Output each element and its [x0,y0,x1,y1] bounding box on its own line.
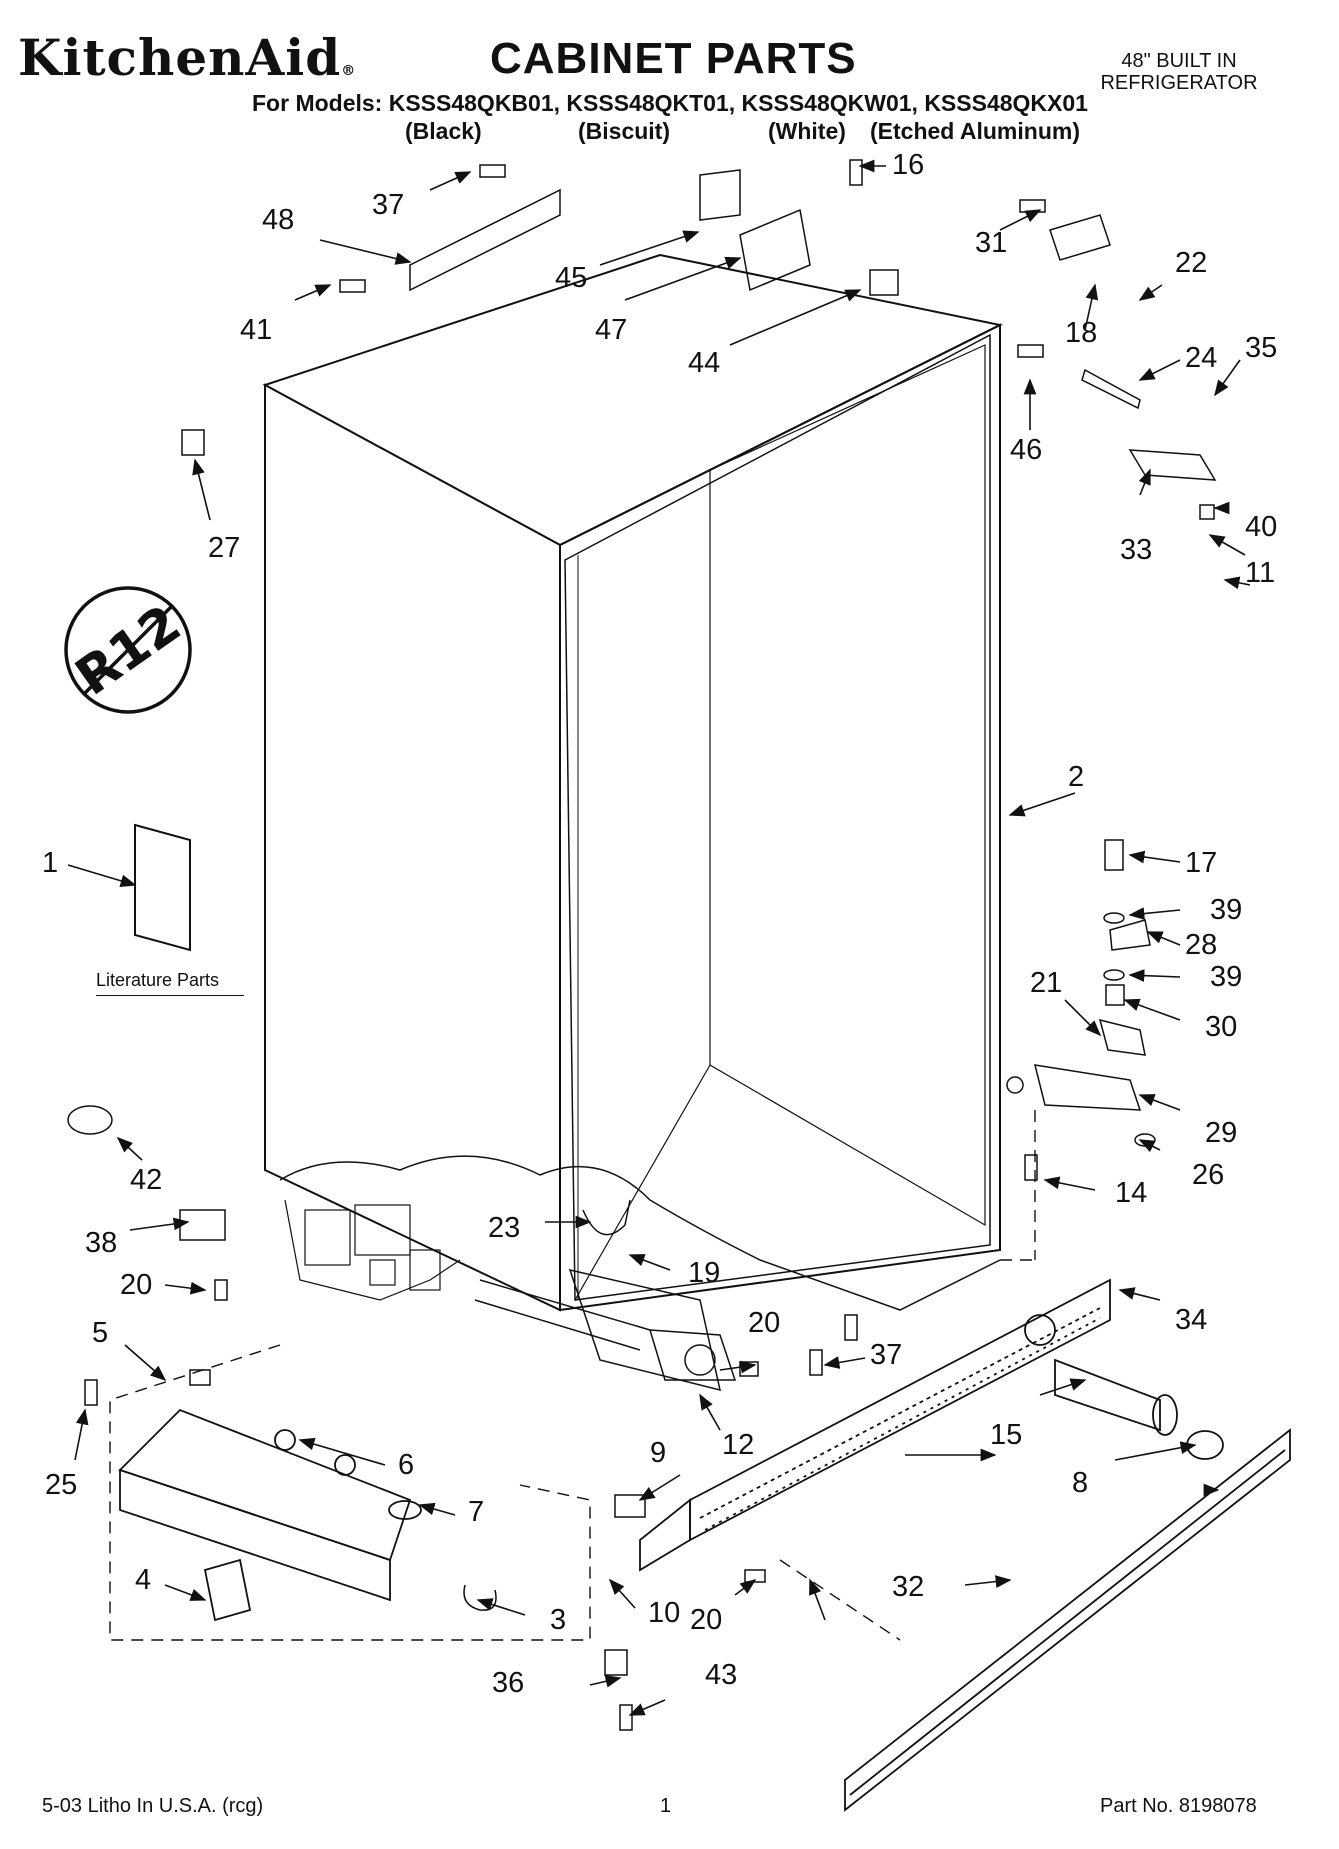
callout-20-bottom: 20 [690,1604,723,1636]
callout-25: 25 [45,1469,78,1501]
callout-44: 44 [688,347,721,379]
callout-34: 34 [1175,1304,1208,1336]
callout-46: 46 [1010,434,1043,466]
callout-37-bottom: 37 [870,1339,903,1371]
leveling-rail [118,1408,422,1622]
color-etched-aluminum: (Etched Aluminum) [870,118,1080,144]
literature-parts-label: Literature Parts [96,970,220,990]
color-white: (White) [768,118,846,144]
callout-28: 28 [1185,929,1218,961]
brand-name: KitchenAid [18,28,342,87]
callout-21: 21 [1030,967,1063,999]
callout-39-upper: 39 [1210,894,1243,926]
callout-16: 16 [892,149,925,181]
toe-grille [639,1278,1111,1572]
callout-17: 17 [1185,847,1218,879]
callout-36: 36 [492,1667,525,1699]
callout-47: 47 [595,314,628,346]
hinge-assembly [1033,368,1217,1111]
callout-27: 27 [208,532,241,564]
callout-4: 4 [135,1564,152,1596]
callout-22: 22 [1175,247,1208,279]
cabinet-shell [262,253,1004,1312]
callout-9: 9 [650,1437,667,1469]
callout-10: 10 [648,1597,681,1629]
callout-20-drain: 20 [748,1307,781,1339]
callout-40: 40 [1245,511,1278,543]
cutaway-edge [279,1155,1001,1311]
callout-24: 24 [1185,342,1218,374]
callout-8: 8 [1072,1467,1089,1499]
water-filter [1054,1358,1224,1460]
callout-38: 38 [85,1227,118,1259]
callout-12: 12 [722,1429,755,1461]
literature-booklet [134,823,191,952]
appliance-type-line1: 48" BUILT IN [1121,50,1237,72]
literature-parts-underline [96,995,244,996]
callout-26: 26 [1192,1159,1225,1191]
callout-35: 35 [1245,332,1278,364]
callout-31: 31 [975,227,1008,259]
callout-5: 5 [92,1317,109,1349]
callout-20-left: 20 [120,1269,153,1301]
callout-45: 45 [555,262,588,294]
color-black: (Black) [405,118,482,144]
callout-7: 7 [468,1496,485,1528]
callout-39-lower: 39 [1210,961,1243,993]
no-r12-symbol [64,586,192,714]
callout-18: 18 [1065,317,1098,349]
footer-litho: 5-03 Litho In U.S.A. (rcg) [42,1795,264,1817]
color-biscuit: (Biscuit) [578,118,670,144]
callout-29: 29 [1205,1117,1238,1149]
callout-14: 14 [1115,1177,1148,1209]
callout-41: 41 [240,314,273,346]
callout-30: 30 [1205,1011,1238,1043]
electrical-controls [304,1204,441,1291]
brand-registered-mark: ® [341,63,357,79]
callout-48: 48 [262,204,295,236]
footer-page-number: 1 [660,1795,672,1817]
top-brackets [409,169,1111,296]
callout-42: 42 [130,1164,163,1196]
callout-15: 15 [990,1419,1023,1451]
drain-assembly [474,1268,737,1392]
callout-6: 6 [398,1449,415,1481]
model-list: For Models: KSSS48QKB01, KSSS48QKT01, KS… [252,90,1088,116]
brand-logo: KitchenAid® [18,28,356,87]
callout-23: 23 [488,1212,521,1244]
page-title: CABINET PARTS [490,34,857,83]
callout-43: 43 [705,1659,738,1691]
callout-11: 11 [1245,557,1276,589]
dashed-assembly-outline [109,1110,1036,1641]
callout-2: 2 [1068,761,1085,793]
base-grille-bar [844,1428,1291,1812]
callout-37-top: 37 [372,189,405,221]
callout-33: 33 [1120,534,1153,566]
callout-1: 1 [42,847,59,879]
leader-arrows [67,159,1251,1716]
callout-19: 19 [688,1257,721,1289]
appliance-type: 48" BUILT IN REFRIGERATOR [1079,50,1279,94]
callout-3: 3 [550,1604,567,1636]
appliance-type-line2: REFRIGERATOR [1100,72,1258,94]
footer-part-number: Part No. 8198078 [1100,1795,1257,1817]
callout-32: 32 [892,1571,925,1603]
